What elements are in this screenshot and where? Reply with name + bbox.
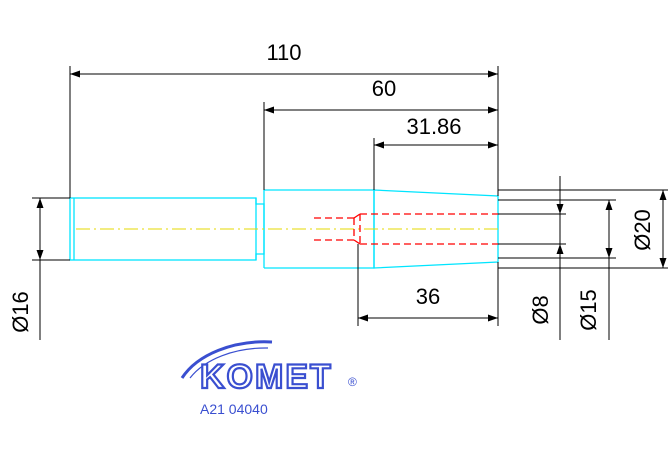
- dim-20-text: Ø20: [630, 209, 655, 251]
- part-number: A21 04040: [200, 401, 268, 417]
- dim-110-text: 110: [266, 40, 301, 65]
- dim-16-text: Ø16: [8, 291, 33, 333]
- komet-logo: KOMET ® A21 04040: [180, 340, 357, 417]
- dim-31-86-text: 31.86: [406, 114, 461, 139]
- logo-arc: [180, 340, 273, 379]
- dim-8-text: Ø8: [528, 295, 553, 324]
- dim-60-text: 60: [372, 76, 396, 101]
- dimension-lines: [32, 66, 668, 340]
- logo-registered: ®: [348, 375, 357, 389]
- dim-36-text: 36: [416, 284, 440, 309]
- hidden-bore: [314, 213, 498, 245]
- dim-15-text: Ø15: [576, 289, 601, 331]
- logo-brand: KOMET: [200, 358, 333, 396]
